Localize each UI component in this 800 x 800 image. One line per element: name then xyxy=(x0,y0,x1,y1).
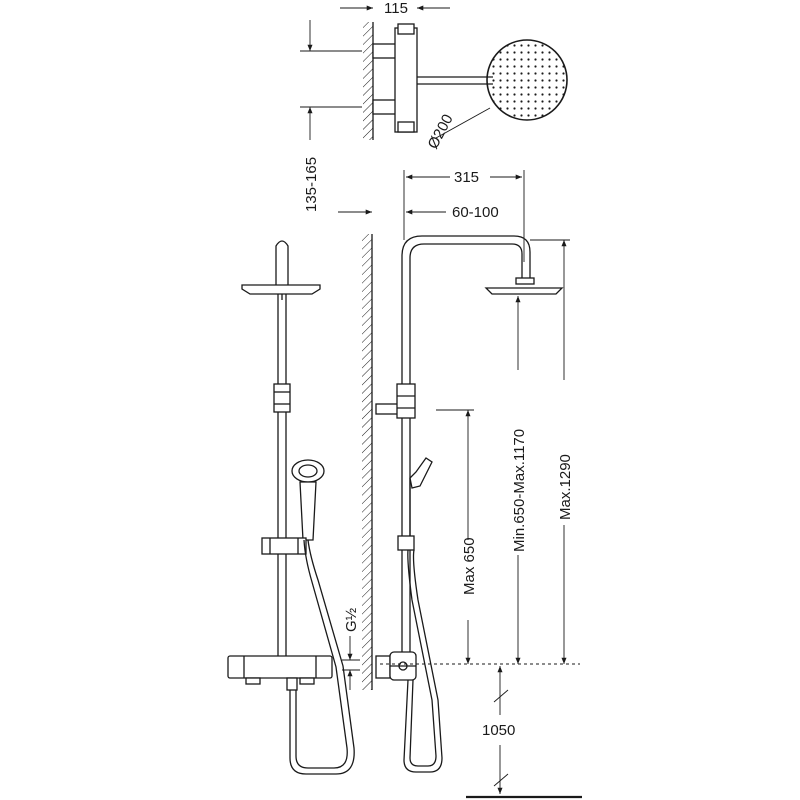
top-shower-head xyxy=(486,39,568,121)
top-wall-hatch xyxy=(363,22,373,140)
dim-thread-g-half: G½ xyxy=(343,607,360,632)
side-slider xyxy=(397,535,415,551)
top-valve-body xyxy=(394,27,418,133)
side-wall-bracket xyxy=(375,403,399,415)
dim-max-650: Max 650 xyxy=(461,537,478,595)
dim-1050: 1050 xyxy=(482,722,515,739)
front-height-adjuster xyxy=(273,383,291,413)
top-inlet-upper xyxy=(372,43,398,59)
dim-60-100: 60-100 xyxy=(452,204,499,221)
side-mixer xyxy=(375,655,391,679)
front-hand-shower xyxy=(291,459,325,483)
side-wall-hatch xyxy=(362,234,372,690)
front-view: G½ xyxy=(227,240,360,775)
dim-max-1290: Max.1290 xyxy=(557,454,574,520)
front-thermostatic-mixer xyxy=(227,655,333,679)
dim-315: 315 xyxy=(454,169,479,186)
dim-135-165: 135-165 xyxy=(303,157,320,212)
top-inlet-lower xyxy=(372,99,398,115)
front-shower-head xyxy=(241,284,321,295)
dim-diameter-200: Ø200 xyxy=(425,111,457,151)
side-hand-shower xyxy=(409,457,433,489)
side-view: 60-100 315 Max 65 xyxy=(338,169,582,799)
front-slider xyxy=(261,537,307,555)
dim-min-650-max-1170: Min.650-Max.1170 xyxy=(511,429,528,552)
dim-115: 115 xyxy=(384,0,408,17)
side-shower-head xyxy=(484,287,564,295)
top-view: 115 Ø200 135-165 xyxy=(300,0,568,212)
